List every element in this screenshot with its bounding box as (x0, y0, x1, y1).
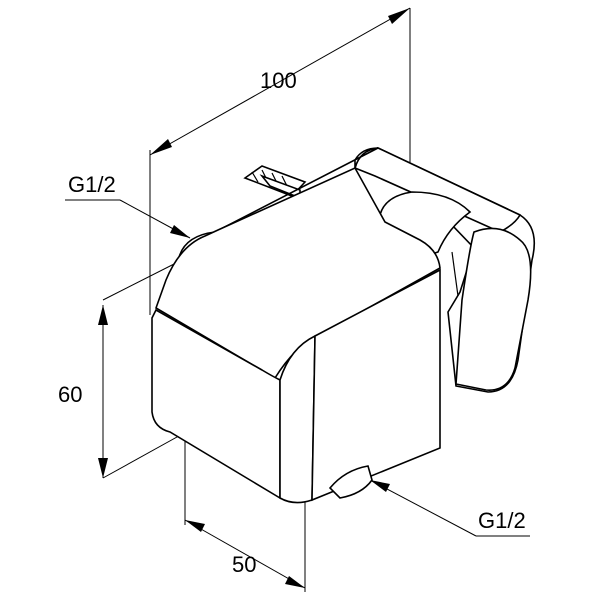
thread-bottom-leader (369, 479, 477, 537)
dimension-width-line (149, 7, 411, 156)
pin-thread (251, 169, 289, 189)
rear-threaded-pin (243, 165, 307, 200)
dimension-depth-line (184, 519, 306, 589)
thread-top-arrow (170, 225, 190, 238)
extension-height-top (102, 261, 179, 301)
thread-bottom-label: G1/2 (478, 508, 526, 533)
dimension-depth-arrow-right (285, 576, 305, 588)
bottom-outlet (328, 465, 373, 499)
block-top-edge (214, 147, 379, 233)
dimension-width-arrow-left (150, 139, 172, 155)
dimension-width-label: 100 (260, 68, 297, 93)
dimension-width-arrow-right (388, 8, 410, 24)
block-side-face (311, 268, 441, 502)
dimension-depth-arrow-left (185, 520, 205, 532)
dimension-height-label: 60 (58, 382, 82, 407)
thread-callout-bottom: G1/2 (369, 479, 530, 537)
dimension-depth: 50 (184, 432, 306, 592)
cradle-inner-edge (451, 251, 459, 297)
dimension-depth-label: 50 (232, 552, 256, 577)
extension-height-bottom (102, 431, 187, 479)
main-block (151, 147, 441, 504)
cradle-fin (455, 227, 532, 391)
thread-callout-top: G1/2 (65, 172, 191, 239)
thread-top-label: G1/2 (68, 172, 116, 197)
dimension-width: 100 (149, 7, 411, 315)
dimension-height: 60 (58, 261, 187, 479)
dimension-height-arrow-top (98, 305, 108, 325)
thread-bottom-arrow (370, 480, 390, 492)
dimension-height-arrow-bottom (98, 458, 108, 478)
